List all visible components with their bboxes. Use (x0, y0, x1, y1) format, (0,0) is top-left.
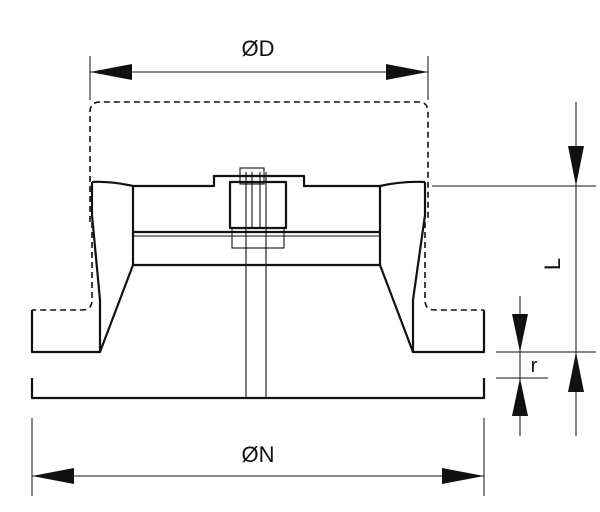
right-outer-wall (411, 182, 427, 352)
od-label: ØD (242, 36, 275, 61)
top-cap (91, 174, 426, 188)
bolt-nut (228, 180, 288, 230)
r-arrow-bottom (512, 378, 528, 416)
r-arrow-top (512, 314, 528, 352)
body-outline (30, 263, 486, 354)
dashed-outline-top (89, 101, 429, 222)
left-outer-wall (90, 182, 102, 352)
od-arrow-right (386, 64, 428, 80)
l-arrow-bottom (568, 352, 584, 392)
r-label: r (531, 355, 538, 377)
bolt-washer (231, 227, 285, 249)
od-arrow-left (90, 64, 132, 80)
on-label: ØN (242, 442, 275, 467)
dashed-flange-left (32, 182, 93, 311)
base-plate (30, 378, 486, 400)
l-label: L (540, 258, 565, 270)
on-arrow-left (32, 468, 74, 484)
on-arrow-right (442, 468, 484, 484)
dashed-flange-right (424, 182, 484, 311)
l-arrow-top (568, 146, 584, 186)
